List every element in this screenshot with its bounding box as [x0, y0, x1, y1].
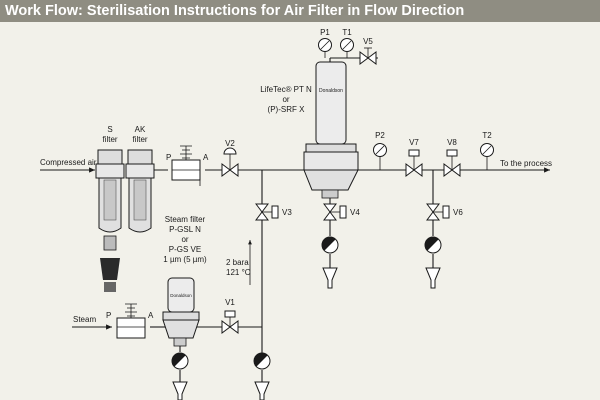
drain-funnel-v6-icon	[425, 267, 441, 289]
valve-v1-label: V1	[225, 298, 235, 307]
valve-v5-label: V5	[363, 37, 373, 46]
valve-v7-label: V7	[409, 138, 419, 147]
gauge-t2-icon	[480, 143, 494, 157]
valve-v4-icon	[323, 203, 347, 221]
ak-filter-label-line2: filter	[132, 135, 147, 144]
valve-v5-icon	[359, 47, 377, 65]
main-filter-label-line3: (P)-SRF X	[268, 105, 306, 114]
main-filter-brand: Donaldson	[319, 88, 343, 94]
gauge-p1-icon	[318, 38, 332, 52]
page-title: Work Flow: Sterilisation Instructions fo…	[5, 3, 465, 19]
steam-trap-v4-icon	[321, 236, 339, 254]
ak-filter	[125, 149, 155, 233]
s-filter-label-line2: filter	[102, 135, 117, 144]
drain-funnel-v4-icon	[322, 267, 338, 289]
valve-v2-label: V2	[225, 139, 235, 148]
valve-v7-icon	[405, 149, 423, 177]
ak-filter-label-line1: AK	[135, 125, 146, 134]
air-regulator-port-p: P	[166, 153, 171, 162]
valve-v6-label: V6	[453, 208, 463, 217]
drain-funnel-filter-icon	[172, 381, 188, 400]
steam-trap-v6-icon	[424, 236, 442, 254]
gauge-p1-label: P1	[320, 28, 330, 37]
steam-filter-label-line5: 1 µm (5 µm)	[163, 255, 207, 264]
steam-regulator-port-a: A	[148, 311, 154, 320]
gauge-p2-label: P2	[375, 131, 385, 140]
gauge-t2-label: T2	[482, 131, 492, 140]
valve-v3-icon	[255, 203, 279, 221]
to-process-label: To the process	[500, 159, 552, 168]
main-sterile-filter: Donaldson	[303, 61, 359, 199]
steam-filter-label-line1: Steam filter	[165, 215, 206, 224]
drain-funnel-riser-icon	[254, 381, 270, 400]
valve-v3-label: V3	[282, 208, 292, 217]
header-bar: Work Flow: Sterilisation Instructions fo…	[0, 0, 600, 22]
valve-v8-label: V8	[447, 138, 457, 147]
gauge-t1-label: T1	[342, 28, 352, 37]
steam-filter-label-line4: P-GS VE	[169, 245, 201, 254]
valve-v6-icon	[426, 203, 450, 221]
gauge-t1-icon	[340, 38, 354, 52]
pressure-note-line1: 2 bara	[226, 258, 249, 267]
air-regulator-port-a: A	[203, 153, 209, 162]
steam-filter-label-line3: or	[181, 235, 188, 244]
main-filter-label-line1: LifeTec® PT N	[260, 85, 312, 94]
s-filter	[95, 149, 125, 292]
s-filter-label-line1: S	[107, 125, 112, 134]
valve-v2-icon	[221, 147, 239, 177]
steam-filter-label-line2: P-GSL N	[169, 225, 201, 234]
valve-v4-label: V4	[350, 208, 360, 217]
gauge-p2-icon	[373, 143, 387, 157]
steam-trap-riser-icon	[253, 352, 271, 370]
steam-label: Steam	[73, 315, 96, 324]
steam-filter-brand: Donaldson	[170, 293, 192, 298]
steam-trap-filter-icon	[171, 352, 189, 370]
steam-regulator-port-p: P	[106, 311, 111, 320]
compressed-air-label: Compressed air	[40, 158, 97, 167]
valve-v1-icon	[221, 310, 239, 334]
valve-v8-icon	[443, 149, 461, 177]
steam-filter: Donaldson	[162, 277, 200, 347]
main-filter-label-line2: or	[282, 95, 289, 104]
pressure-note-line2: 121 °C	[226, 268, 251, 277]
air-pressure-regulator-icon	[171, 145, 201, 186]
steam-pressure-regulator-icon	[116, 303, 146, 339]
